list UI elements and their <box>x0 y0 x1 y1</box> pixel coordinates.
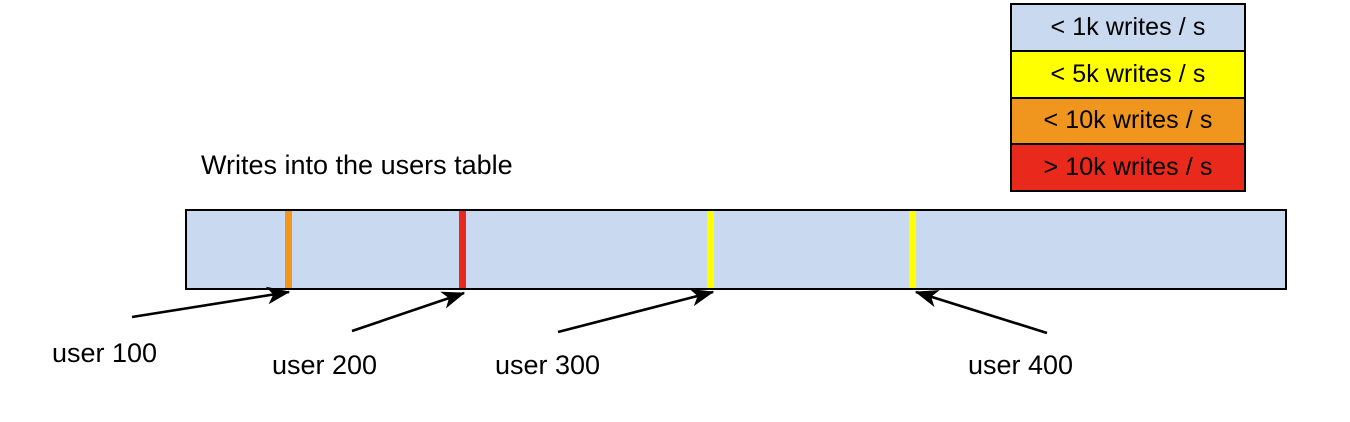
marker-label-user-400: user 400 <box>968 350 1074 380</box>
chart-title: Writes into the users table <box>201 150 513 180</box>
marker-label-user-200: user 200 <box>272 350 378 380</box>
legend-item-label: < 5k writes / s <box>1050 59 1206 88</box>
arrow-user-100 <box>131 286 291 319</box>
legend-item-label: < 10k writes / s <box>1043 106 1213 135</box>
legend-item-2: < 10k writes / s <box>1012 98 1244 146</box>
legend-item-3: > 10k writes / s <box>1012 145 1244 190</box>
marker-stripe-user-400 <box>909 211 916 288</box>
legend-item-1: < 5k writes / s <box>1012 51 1244 99</box>
users-table-band <box>185 209 1287 290</box>
marker-label-user-300: user 300 <box>495 350 601 380</box>
legend-item-label: > 10k writes / s <box>1043 153 1213 182</box>
marker-stripe-user-300 <box>707 211 714 288</box>
legend-item-0: < 1k writes / s <box>1012 5 1244 52</box>
arrow-user-400 <box>914 290 1048 335</box>
marker-label-user-100: user 100 <box>52 338 158 368</box>
legend: < 1k writes / s < 5k writes / s < 10k wr… <box>1010 3 1246 192</box>
marker-stripe-user-200 <box>459 211 466 288</box>
marker-stripe-user-100 <box>285 211 292 288</box>
arrow-user-300 <box>557 288 715 334</box>
arrow-user-200 <box>351 291 466 333</box>
legend-item-label: < 1k writes / s <box>1050 12 1206 41</box>
